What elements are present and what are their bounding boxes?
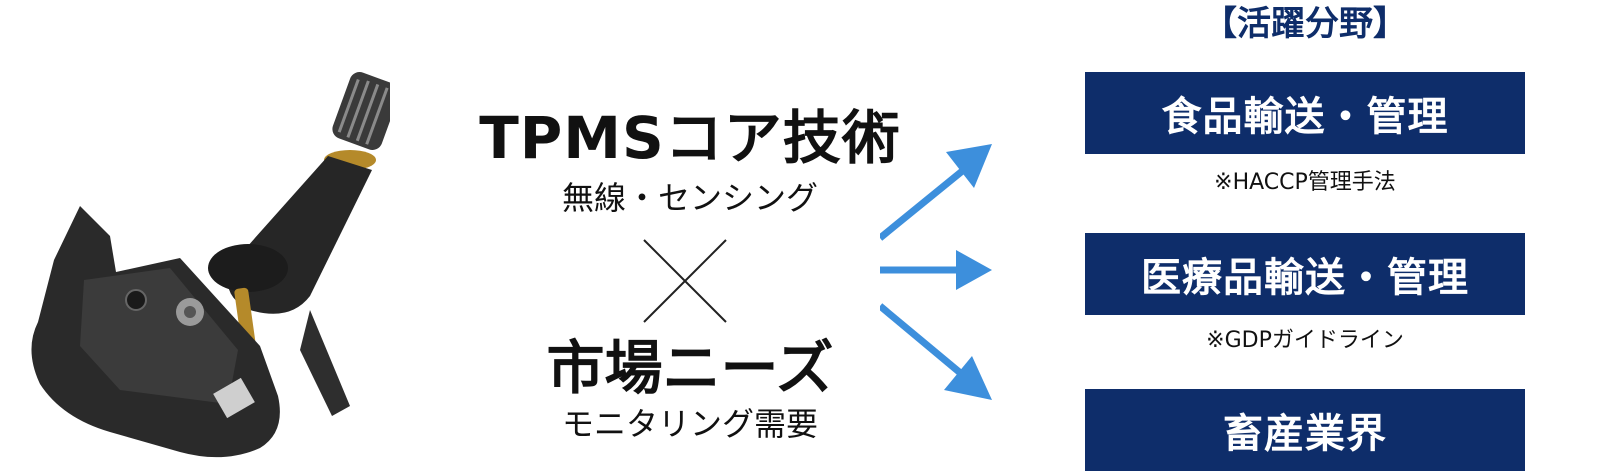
arrow-right-icon xyxy=(880,250,992,290)
valve-cap xyxy=(332,72,390,150)
arrows-group xyxy=(880,144,992,400)
tpms-sensor-image xyxy=(31,72,390,458)
field-box-medical: 医療品輸送・管理 xyxy=(1085,233,1525,315)
needs-subtitle: モニタリング需要 xyxy=(561,405,818,443)
field-note: ※HACCP管理手法 xyxy=(1214,170,1396,195)
multiply-cross-icon xyxy=(643,239,727,323)
fields-heading: 【活躍分野】 xyxy=(1203,4,1407,44)
tech-title: TPMSコア技術 xyxy=(479,104,901,172)
field-box-livestock: 畜産業界 xyxy=(1085,389,1525,471)
field-note: ※GDPガイドライン xyxy=(1206,328,1404,353)
needs-title: 市場ニーズ xyxy=(546,334,834,402)
field-label: 畜産業界 xyxy=(1223,411,1387,457)
field-box-food: 食品輸送・管理 xyxy=(1085,72,1525,154)
field-label: 医療品輸送・管理 xyxy=(1141,255,1469,301)
arrow-down-right-icon xyxy=(880,303,992,400)
tech-subtitle: 無線・センシング xyxy=(561,179,818,217)
field-label: 食品輸送・管理 xyxy=(1161,94,1449,140)
arrow-up-right-icon xyxy=(880,144,992,241)
